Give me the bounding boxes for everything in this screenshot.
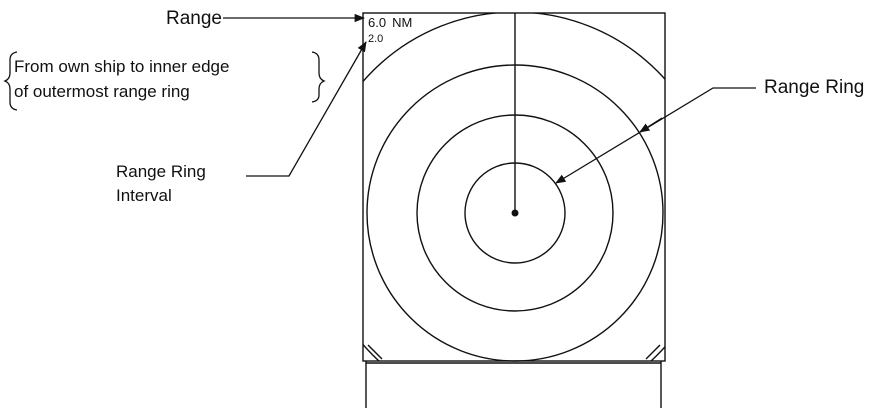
own-ship-dot [511, 209, 519, 217]
range-label: Range [166, 8, 222, 29]
range-ring-interval-label-line1: Range Ring [116, 162, 206, 181]
note-bracket-right [311, 51, 326, 103]
corner-mark-bottom-left [367, 344, 383, 360]
range-note-line1: From own ship to inner edge [14, 57, 229, 76]
range-ring-interval-label-line2: Interval [116, 186, 172, 205]
range-ring-leader-inner [555, 87, 756, 184]
corner-mark-bottom-right [645, 344, 661, 360]
range-ring-label: Range Ring [764, 77, 864, 98]
range-note-line2: of outermost range ring [14, 82, 190, 101]
range-ring-interval-leader [246, 41, 367, 177]
ring-interval-readout: 2.0 [368, 33, 383, 45]
range-ring-leader-outer [639, 117, 663, 133]
note-bracket-left [3, 51, 18, 111]
